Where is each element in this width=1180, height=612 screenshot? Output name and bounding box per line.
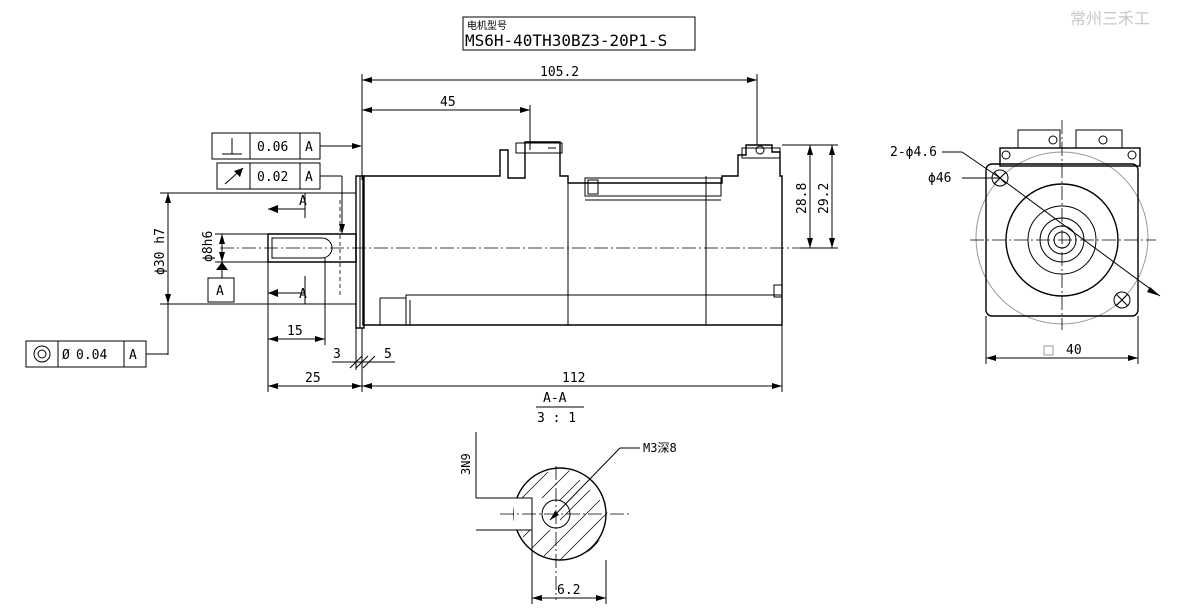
dim-6-2: 6.2 <box>557 583 580 598</box>
dim-3n9: 3N9 <box>459 453 473 475</box>
dim-25: 25 <box>305 371 321 386</box>
thread-spec: M3深8 <box>643 441 677 455</box>
dim-15: 15 <box>287 324 303 339</box>
concentricity-icon <box>33 345 51 363</box>
dim-45: 45 <box>440 95 456 110</box>
bolt-circle: ϕ46 <box>928 171 951 186</box>
dim-112: 112 <box>562 371 585 386</box>
runout-datum: A <box>305 170 313 185</box>
perp-datum: A <box>305 140 313 155</box>
section-a-bottom: A <box>299 287 307 302</box>
runout-value: 0.02 <box>257 170 288 185</box>
dimensions-vertical: 28.8 29.2 ϕ30 h7 ϕ8h6 <box>153 144 838 355</box>
watermark: 常州三禾工 <box>1070 9 1150 28</box>
gdt-concentricity: Ø 0.04 A <box>25 340 168 368</box>
gdt-perpendicularity: 0.06 A <box>211 132 362 160</box>
gdt-runout: 0.02 A <box>216 162 345 234</box>
section-view: M3深8 3N9 6.2 <box>459 432 677 604</box>
flange-square: 40 <box>1066 343 1082 358</box>
section-a-top: A <box>299 194 307 209</box>
section-scale: 3 : 1 <box>537 411 576 426</box>
dim-3: 3 <box>333 347 341 362</box>
dimensions-horizontal: 105.2 45 25 112 15 3 5 <box>267 65 783 392</box>
dim-28-8: 28.8 <box>795 183 810 214</box>
section-arrows: A A <box>268 193 307 304</box>
section-name: A-A <box>543 391 567 406</box>
dim-phi8h6: ϕ8h6 <box>201 231 216 262</box>
hole-spec: 2-ϕ4.6 <box>890 145 937 160</box>
perp-value: 0.06 <box>257 140 288 155</box>
dim-phi30h7: ϕ30 h7 <box>153 228 168 275</box>
square-symbol-icon <box>1043 345 1054 356</box>
title-label: 电机型号 <box>467 19 507 32</box>
motor-side-view <box>220 141 800 329</box>
conc-datum: A <box>129 348 137 363</box>
datum-a: A <box>207 262 235 303</box>
conc-dia: Ø <box>62 348 70 363</box>
title-block: 电机型号 MS6H-40TH30BZ3-20P1-S <box>462 16 696 51</box>
dim-5: 5 <box>384 347 392 362</box>
model-number: MS6H-40TH30BZ3-20P1-S <box>465 31 667 50</box>
dim-105-2: 105.2 <box>540 65 579 80</box>
dim-29-2: 29.2 <box>817 183 832 214</box>
datum-a-label: A <box>216 284 224 299</box>
front-view: ϕ46 2-ϕ4.6 40 <box>890 120 1161 364</box>
conc-value: 0.04 <box>76 348 107 363</box>
section-label: A-A 3 : 1 <box>536 391 584 426</box>
